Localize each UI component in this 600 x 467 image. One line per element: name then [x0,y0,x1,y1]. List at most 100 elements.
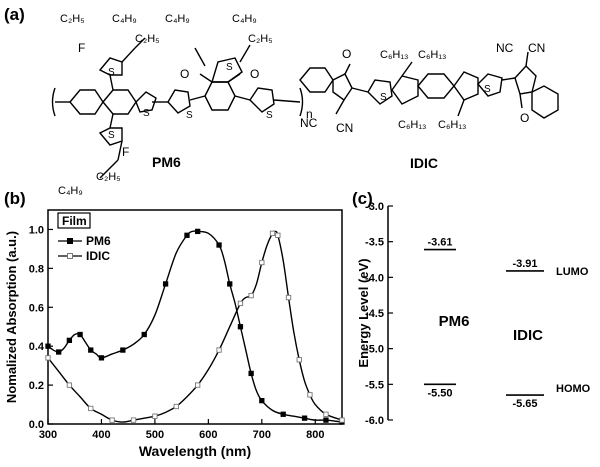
panel-a-label: (a) [4,5,25,24]
idic-right-benzene [531,85,559,119]
level-value-label: -5.65 [512,398,537,410]
linker-thiophene [167,89,191,114]
data-point-idic [323,411,329,417]
y-tick-label: -3.5 [365,237,384,249]
level-value-label: -5.50 [427,387,452,399]
data-point-pm6 [227,281,233,287]
svg-text:C₂H₅: C₂H₅ [248,33,273,45]
pm6-left-bracket [51,87,56,117]
y-tick-label: 0.8 [29,263,44,275]
legend-title: Film [62,214,87,228]
data-point-idic [152,413,158,419]
idic-cp-right [453,71,479,101]
data-point-idic [66,382,73,388]
level-value-label: -3.61 [427,237,452,249]
y-tick-label: -4.5 [365,308,384,320]
bdd-ring [204,81,236,111]
y-axis-label: Nomalized Absorption (a.u.) [4,231,19,403]
panel-b-label: (b) [4,189,26,208]
svg-text:C₂H₅: C₂H₅ [60,13,85,25]
material-label-pm6: PM6 [439,313,470,330]
svg-text:S: S [226,62,233,73]
idic-name: IDIC [410,155,438,171]
data-point-idic [130,417,137,423]
idic-labels: O O S S NC CN NC CN C₆H₁₃ C₆H₁₃ C₆H₁₃ C₆… [300,41,545,171]
homo-label: HOMO [556,383,591,395]
idic-left-benzene [299,67,334,93]
data-point-pm6 [77,331,83,338]
svg-text:C₄H₉: C₄H₉ [58,185,83,197]
idic-cp-left [391,75,419,105]
data-point-pm6 [162,281,169,287]
svg-text:CN: CN [336,121,353,135]
pm6-name: PM6 [152,154,181,170]
legend-title-box [57,212,91,229]
svg-text:S: S [108,67,115,78]
x-tick-label: 400 [92,429,110,441]
bdd-thiophene [211,57,243,83]
level-value-label: -3.91 [512,258,537,270]
x-axis-label: Wavelength (nm) [139,443,251,459]
pm6-right-bracket [299,87,304,117]
data-point-pm6 [56,349,62,355]
data-point-pm6 [301,415,308,421]
svg-text:C₆H₁₃: C₆H₁₃ [418,49,447,61]
data-point-pm6 [237,324,244,330]
svg-text:S: S [484,84,491,95]
idic-right-thiophene [477,73,503,97]
bottom-thiophene [98,127,123,146]
svg-text:S: S [186,110,193,121]
y-tick-label: 0.6 [29,302,44,314]
svg-text:S: S [266,110,273,121]
svg-text:O: O [180,67,189,81]
y-tick-label: -3.0 [365,201,384,213]
data-point-pm6 [120,347,126,353]
pm6-labels: C₂H₅ C₄H₉ C₄H₉ C₄H₉ C₂H₅ C₂H₅ C₄H₉ C₂H₅ … [58,13,313,197]
data-point-pm6 [45,343,51,349]
svg-text:NC: NC [496,41,514,55]
legend-marker [67,238,73,244]
x-tick-label: 600 [199,429,217,441]
data-point-idic [173,403,179,410]
data-point-pm6 [88,347,94,353]
data-point-pm6 [98,355,105,361]
data-point-idic [275,232,281,238]
data-point-idic [259,259,265,266]
svg-text:CN: CN [528,41,545,55]
svg-text:n: n [306,107,313,121]
top-thiophene [98,57,123,76]
data-point-idic [285,294,292,301]
svg-text:O: O [250,67,259,81]
svg-text:F: F [122,145,129,159]
x-tick-label: 300 [39,429,57,441]
y-tick-label: 0.0 [29,419,44,431]
svg-text:S: S [143,108,150,119]
data-point-idic [109,417,115,423]
idic-right-five [514,64,537,95]
data-point-pm6 [259,398,265,404]
legend-marker [67,253,73,259]
y-tick-label: -5.0 [365,344,384,356]
data-point-idic [195,382,201,388]
y-axis-label: Energy Level (eV) [356,258,371,367]
data-point-pm6 [195,228,201,235]
idic-left-thiophene [367,79,393,105]
legend-label-idic: IDIC [86,249,110,263]
y-tick-label: -4.0 [365,272,384,284]
svg-text:C₆H₁₃: C₆H₁₃ [438,119,467,131]
pm6-structure [51,37,304,179]
idic-core-benzene [417,73,455,99]
idic-left-five [332,73,353,101]
data-point-pm6 [216,242,222,248]
svg-text:S: S [380,92,387,103]
svg-text:C₂H₅: C₂H₅ [135,33,160,45]
bdt-left-ring [69,89,104,115]
legend-label-pm6: PM6 [86,234,111,248]
data-point-idic [216,347,222,353]
x-tick-label: 800 [306,429,324,441]
svg-text:C₄H₉: C₄H₉ [112,13,137,25]
data-point-pm6 [141,331,147,338]
data-point-idic [237,300,244,307]
